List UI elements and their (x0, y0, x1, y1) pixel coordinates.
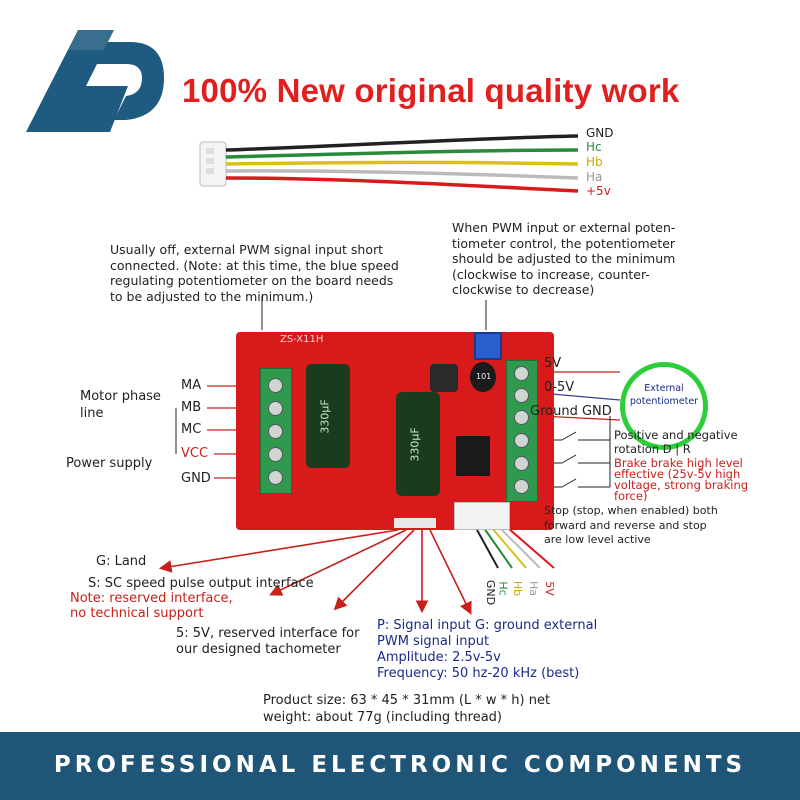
external-potentiometer-circle (620, 362, 708, 450)
label-ground-gnd: Ground GND (530, 404, 612, 419)
screw-3 (268, 424, 283, 439)
wire-label-ha: Ha (586, 170, 603, 184)
product-size-note: Product size: 63 * 45 * 31mm (L * w * h)… (263, 693, 551, 725)
pin-header (394, 518, 436, 528)
small-capacitor (470, 362, 496, 392)
label-0-5v: 0-5V (544, 380, 575, 395)
footer-banner (0, 732, 800, 800)
hall-label-ha: Ha (527, 580, 541, 597)
hall-label-5v: 5V (542, 581, 556, 596)
ctrl-screw-4 (514, 433, 529, 448)
ctrl-screw-2 (514, 388, 529, 403)
wire-harness (199, 134, 579, 193)
ctrl-screw-1 (514, 366, 529, 381)
label-mb: MB (181, 400, 202, 415)
screw-1 (268, 378, 283, 393)
brand-logo (26, 30, 164, 132)
hall-label-hb: Hb (511, 580, 525, 597)
label-vcc: VCC (181, 446, 209, 461)
label-mc: MC (181, 422, 202, 437)
screw-2 (268, 401, 283, 416)
chip-label: 101 (476, 372, 492, 381)
power-supply-label: Power supply (66, 456, 153, 471)
capacitor-right-label: 330μF (408, 427, 422, 462)
wire-label-5v: +5v (586, 184, 611, 198)
hall-label-hc: Hc (496, 581, 510, 596)
blue-potentiometer (474, 332, 502, 360)
hall-connector (454, 502, 510, 530)
headline: 100% New original quality work (182, 72, 680, 109)
control-terminal-block (506, 360, 538, 502)
footer-banner-text: PROFESSIONAL ELECTRONIC COMPONENTS (53, 752, 747, 778)
capacitor-right (396, 392, 440, 496)
wire-label-hc: Hc (586, 140, 602, 154)
potentiometer-note: When PWM input or external poten-tiomete… (452, 220, 676, 297)
hall-label-gnd: GND (484, 579, 498, 606)
reserved-note: Note: reserved interface,no technical su… (70, 591, 233, 621)
ctrl-screw-5 (514, 456, 529, 471)
board-silkscreen: ZS-X11H (280, 334, 324, 345)
capacitor-left-label: 330μF (318, 399, 332, 434)
label-gnd: GND (181, 471, 211, 486)
g-land-label: G: Land (96, 554, 147, 569)
wire-label-gnd: GND (586, 126, 614, 140)
inductor (430, 364, 458, 392)
capacitor-left (306, 364, 350, 468)
ctrl-screw-3 (514, 410, 529, 425)
screw-5 (268, 470, 283, 485)
ctrl-screw-6 (514, 479, 529, 494)
sc-pulse-label: S: SC speed pulse output interface (88, 576, 314, 591)
label-5v: 5V (544, 356, 562, 371)
screw-4 (268, 447, 283, 462)
wire-label-hb: Hb (586, 155, 603, 169)
ic-chip (456, 436, 490, 476)
label-ma: MA (181, 378, 202, 393)
